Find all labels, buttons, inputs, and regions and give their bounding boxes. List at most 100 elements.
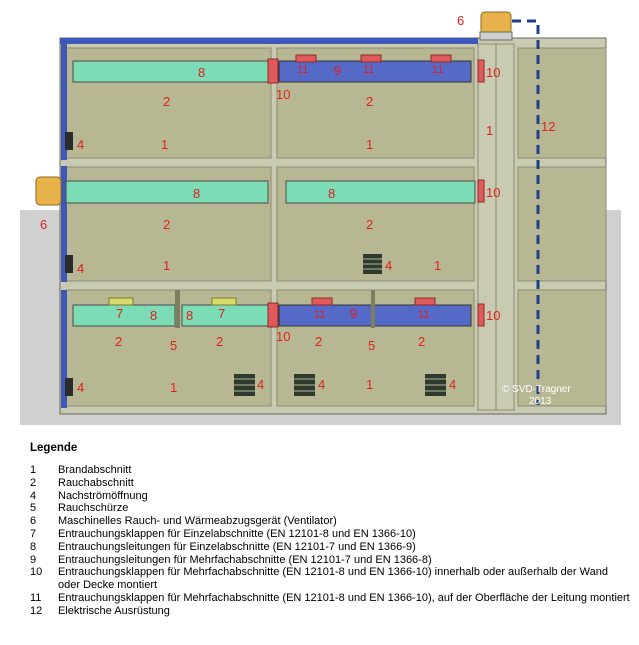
label-8: 8 bbox=[193, 186, 200, 201]
label-1: 1 bbox=[366, 377, 373, 392]
legend-item-text: Entrauchungsklappen für Einzelabschnitte… bbox=[58, 527, 416, 540]
legend-item: 8 Entrauchungsleitungen für Einzelabschni… bbox=[30, 541, 630, 554]
smoke-curtain bbox=[175, 290, 180, 328]
duct-single bbox=[65, 180, 269, 204]
legend-item-number: 7 bbox=[30, 527, 37, 540]
wall-strip bbox=[61, 44, 67, 160]
legend-item-text: Nachströmöffnung bbox=[58, 489, 148, 502]
duct-single bbox=[72, 60, 269, 83]
label-1: 1 bbox=[434, 258, 441, 273]
legend-item-number: 5 bbox=[30, 502, 37, 515]
damper-shaft bbox=[477, 179, 485, 203]
label-8: 8 bbox=[150, 308, 157, 323]
damper-yellow bbox=[108, 297, 134, 306]
label-4: 4 bbox=[77, 261, 84, 276]
copyright-year: 2013 bbox=[529, 396, 552, 407]
legend-item-number: 4 bbox=[30, 489, 37, 502]
legend-item: 7 Entrauchungsklappen für Einzelabschnitt… bbox=[30, 528, 630, 541]
label-4: 4 bbox=[449, 377, 456, 392]
damper-shaft bbox=[477, 303, 485, 327]
grille bbox=[425, 374, 446, 396]
label-4: 4 bbox=[77, 137, 84, 152]
damper-surface bbox=[360, 54, 382, 63]
building-diagram: 8 11 9 11 11 10 10 2 2 1 12 4 1 1 6 8 8 … bbox=[20, 11, 621, 425]
legend-item-number: 6 bbox=[30, 515, 37, 528]
label-4: 4 bbox=[318, 377, 325, 392]
fan-left bbox=[35, 176, 62, 206]
wall-strip bbox=[61, 290, 67, 408]
legend-item: 5 Rauchschürze bbox=[30, 502, 630, 515]
label-2: 2 bbox=[216, 334, 223, 349]
damper-yellow bbox=[211, 297, 237, 306]
wall-strip bbox=[61, 166, 67, 282]
label-8: 8 bbox=[328, 186, 335, 201]
duct-single bbox=[285, 180, 476, 204]
label-1: 1 bbox=[163, 258, 170, 273]
label-2: 2 bbox=[163, 94, 170, 109]
label-11: 11 bbox=[363, 64, 374, 76]
ceiling-strip bbox=[60, 38, 478, 44]
copyright-text: © SVD-Tragner bbox=[502, 384, 571, 395]
label-6: 6 bbox=[457, 13, 464, 28]
label-2: 2 bbox=[418, 334, 425, 349]
damper-wall bbox=[267, 302, 279, 328]
legend-title: Legende bbox=[30, 442, 78, 454]
label-10: 10 bbox=[486, 65, 500, 80]
legend-item-number: 11 bbox=[30, 591, 42, 604]
legend-item: 11 Entrauchungsklappen für Mehrfachabschn… bbox=[30, 592, 630, 605]
label-10: 10 bbox=[276, 329, 290, 344]
label-12: 12 bbox=[541, 119, 555, 134]
label-9: 9 bbox=[350, 306, 357, 321]
electric-line bbox=[512, 19, 540, 405]
label-10: 10 bbox=[486, 185, 500, 200]
label-1: 1 bbox=[486, 123, 493, 138]
label-5: 5 bbox=[368, 338, 375, 353]
legend-item-text: Brandabschnitt bbox=[58, 464, 132, 476]
right-room bbox=[517, 47, 607, 159]
label-7: 7 bbox=[116, 306, 123, 321]
label-9: 9 bbox=[334, 63, 341, 78]
label-2: 2 bbox=[315, 334, 322, 349]
label-4: 4 bbox=[385, 258, 392, 273]
legend-item-number: 10 bbox=[30, 566, 43, 579]
label-1: 1 bbox=[366, 137, 373, 152]
legend-item-number: 8 bbox=[30, 540, 37, 553]
label-2: 2 bbox=[115, 334, 122, 349]
legend-item-text: Entrauchungsklappen für Mehrfachabschnit… bbox=[58, 566, 608, 592]
duct-single bbox=[181, 304, 270, 327]
label-10: 10 bbox=[486, 308, 500, 323]
grille bbox=[294, 374, 315, 396]
right-room bbox=[517, 166, 607, 282]
legend-item-text: Entrauchungsklappen für Mehrfachabschnit… bbox=[58, 591, 630, 604]
legend-item-text: Maschinelles Rauch- und Wärmeabzugsgerät… bbox=[58, 515, 337, 528]
label-2: 2 bbox=[366, 217, 373, 232]
label-8: 8 bbox=[186, 308, 193, 323]
legend-item: 6 Maschinelles Rauch- und Wärmeabzugsgerä… bbox=[30, 515, 630, 528]
damper-wall bbox=[267, 58, 279, 84]
damper-surface bbox=[295, 54, 317, 63]
legend-item: 4 Nachströmöffnung bbox=[30, 490, 630, 503]
legend-item-text: Entrauchungsleitungen für Mehrfachabschn… bbox=[58, 553, 432, 566]
legend-item-number: 2 bbox=[30, 476, 37, 489]
label-11: 11 bbox=[418, 309, 429, 321]
legend-item-text: Elektrische Ausrüstung bbox=[58, 604, 170, 617]
label-4: 4 bbox=[77, 380, 84, 395]
label-1: 1 bbox=[170, 380, 177, 395]
label-5: 5 bbox=[170, 338, 177, 353]
right-room bbox=[517, 289, 607, 407]
legend-item-text: Rauchschürze bbox=[58, 502, 129, 515]
damper-surface bbox=[311, 297, 333, 306]
smoke-curtain bbox=[371, 290, 375, 328]
grille bbox=[234, 374, 255, 396]
label-10: 10 bbox=[276, 87, 290, 102]
legend-item: 10 Entrauchungsklappen für Mehrfachabschn… bbox=[30, 566, 630, 592]
label-11: 11 bbox=[314, 309, 325, 321]
legend-item-text: Entrauchungsleitungen für Einzelabschnit… bbox=[58, 540, 416, 553]
label-11: 11 bbox=[432, 64, 443, 76]
fan-top bbox=[480, 11, 512, 35]
